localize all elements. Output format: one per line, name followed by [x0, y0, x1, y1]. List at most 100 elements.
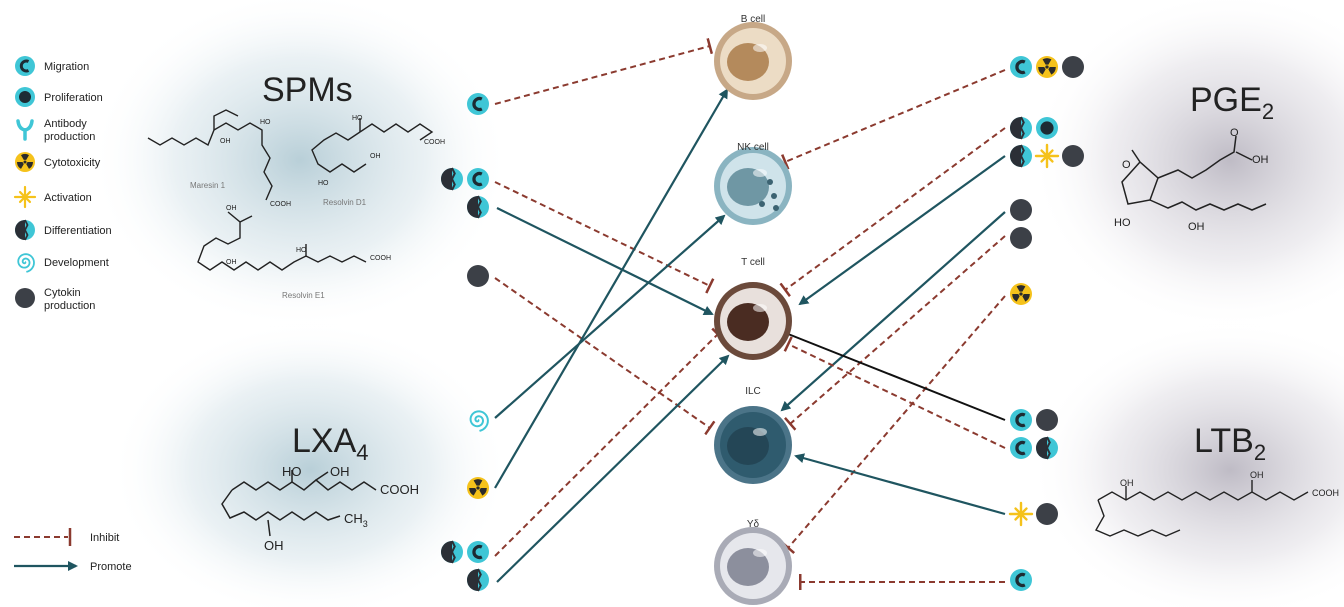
resolvin-e1-cooh-label: COOH: [370, 255, 391, 262]
mediator-icon-group: [467, 195, 489, 219]
cell-nucleus: [727, 168, 769, 206]
differentiation-icon: [15, 219, 35, 241]
maresin-1-label: Maresin 1: [190, 181, 226, 190]
proliferation-icon: [1036, 117, 1058, 139]
t-cell-label: T cell: [741, 257, 765, 268]
migration-icon: [1010, 569, 1032, 591]
promote-arrow: [798, 155, 1006, 306]
lxa4-ch3-label: CH3: [344, 511, 368, 529]
activation-icon: [1034, 143, 1060, 169]
mediator-icon-group: [1010, 436, 1058, 460]
mediator-icon-group: [441, 167, 489, 191]
legend-label: Proliferation: [44, 92, 103, 104]
cytokine-production-icon: [467, 265, 489, 287]
development-icon: [469, 410, 489, 432]
b-cell: [714, 22, 792, 100]
legend-label: Differentiation: [44, 225, 112, 237]
differentiation-icon: [467, 195, 489, 219]
promote-arrow: [494, 88, 729, 489]
cytotoxicity-icon: [1036, 56, 1058, 78]
legend-item: Cytotoxicity: [15, 152, 101, 172]
ltb2-background: [1030, 320, 1344, 607]
maresin-cooh-label: COOH: [270, 201, 291, 208]
legend-inhibit-label: Inhibit: [90, 532, 119, 544]
gamma-delta-cell-label: Yδ: [747, 519, 760, 530]
cytokine-production-icon: [1010, 227, 1032, 249]
differentiation-icon: [441, 540, 463, 564]
development-icon: [17, 253, 35, 273]
legend-label: Cytotoxicity: [44, 157, 101, 169]
migration-icon: [467, 168, 489, 190]
resolvin-d1-ho2-label: HO: [318, 180, 329, 187]
cytokine-production-icon: [1010, 199, 1032, 221]
lxa4-cooh-label: COOH: [380, 482, 419, 497]
inhibit-connector: [494, 181, 715, 294]
promote-arrow: [496, 207, 714, 315]
resolvin-e1-label: Resolvin E1: [282, 291, 325, 300]
mediator-icon-group: [1010, 56, 1084, 78]
inhibit-connector: [783, 235, 1006, 431]
resolvin-e1-ho-label: HO: [296, 247, 307, 254]
resolvin-d1-label: Resolvin D1: [323, 198, 367, 207]
cytokine-production-icon: [1062, 56, 1084, 78]
resolvin-d1-ho-label: HO: [352, 115, 363, 122]
legend-label: Migration: [44, 61, 89, 73]
promote-arrow: [794, 453, 1006, 516]
lxa4-oh-label: OH: [330, 464, 350, 479]
resolvin-d1-cooh-label: COOH: [424, 139, 445, 146]
migration-icon: [467, 541, 489, 563]
cell-nucleus: [727, 548, 769, 586]
pge2-o-label: O: [1122, 159, 1131, 171]
differentiation-icon: [467, 568, 489, 592]
spms-title: SPMs: [262, 71, 353, 109]
cytotoxicity-icon: [15, 152, 35, 172]
activation-icon: [1008, 501, 1034, 527]
resolvin-e1-oh-label: OH: [226, 205, 237, 212]
mediator-icon-group: [441, 540, 489, 564]
resolvin-d1-structure: [311, 118, 434, 173]
migration-icon: [1010, 437, 1032, 459]
inhibit-connector: [494, 38, 714, 105]
legend-item: Development: [17, 253, 109, 273]
inhibit-connector: [781, 295, 1006, 554]
spms-background: [90, 0, 510, 330]
pge2-oh2-label: OH: [1188, 221, 1205, 233]
cytokine-production-icon: [15, 288, 35, 308]
mediator-icon-group: [1010, 199, 1032, 221]
ltb2-cooh-label: COOH: [1312, 488, 1339, 498]
pge2-ho-label: HO: [1114, 217, 1131, 229]
migration-icon: [15, 56, 35, 76]
resolvin-d1-oh-label: OH: [370, 153, 381, 160]
mediator-icon-group: [1008, 501, 1058, 527]
cells: [714, 22, 792, 605]
b-cell-label: B cell: [741, 14, 765, 25]
legend-inhibit: Inhibit: [14, 528, 119, 546]
mediator-icon-group: [467, 477, 489, 499]
maresin-oh-label: OH: [220, 138, 231, 145]
lxa4-background: [110, 320, 510, 607]
mediator-icon-group: [1010, 116, 1058, 140]
migration-icon: [1010, 56, 1032, 78]
ltb2-title: LTB2: [1194, 422, 1266, 465]
pge2-background: [1030, 0, 1344, 330]
promote-arrow: [780, 211, 1006, 412]
mediator-icon-group: [1010, 409, 1058, 431]
promote-arrow: [494, 214, 726, 419]
cytokine-production-icon: [1036, 409, 1058, 431]
legend-item: Differentiation: [15, 219, 112, 241]
legend-item: Migration: [15, 56, 89, 76]
differentiation-icon: [1036, 436, 1058, 460]
mediator-icon-group: [1010, 143, 1084, 169]
mediator-icons: [441, 56, 1084, 592]
legend-label: Development: [44, 257, 109, 269]
cytotoxicity-icon: [467, 477, 489, 499]
legend-promote: Promote: [14, 561, 132, 573]
mediator-icon-group: [1010, 227, 1032, 249]
proliferation-icon: [15, 87, 35, 107]
